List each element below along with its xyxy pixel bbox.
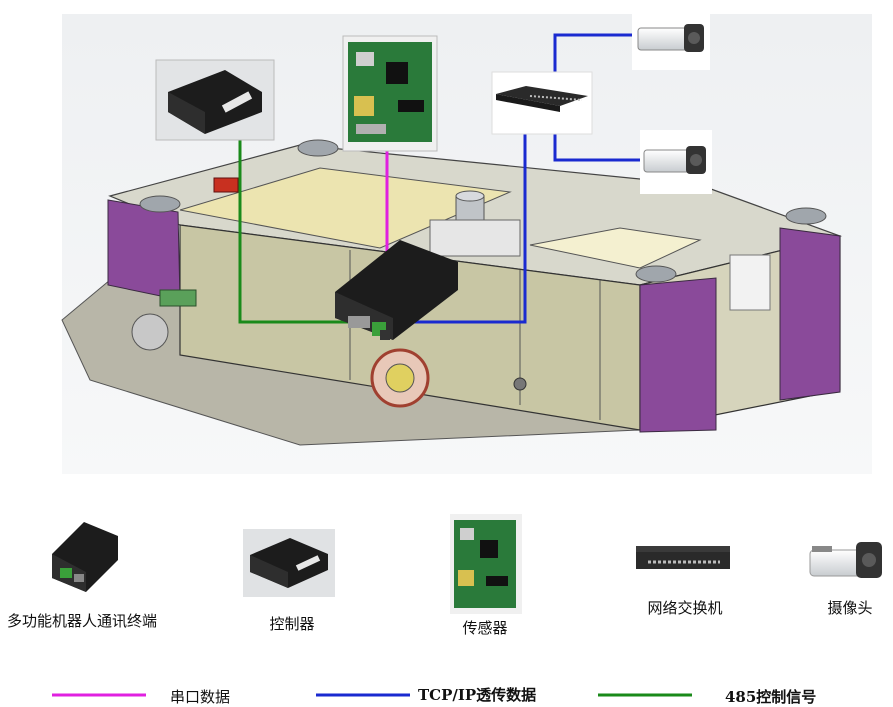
switch-photo-top	[491, 71, 593, 135]
sensor-photo-top	[342, 35, 438, 152]
label-controller: 控制器	[269, 615, 315, 633]
controller-photo-top	[155, 59, 275, 141]
camera-photo-top-2	[640, 130, 712, 194]
label-camera: 摄像头	[827, 599, 873, 617]
camera-icon	[809, 542, 882, 578]
label-multi-function-terminal: 多功能机器人通讯终端	[6, 612, 158, 630]
controller-icon	[243, 529, 335, 597]
terminal-on-robot	[335, 240, 458, 340]
sensor-board-icon	[450, 514, 522, 614]
tcpip-data-line	[387, 110, 527, 324]
multi-function-terminal-icon	[52, 522, 118, 592]
label-network-switch: 网络交换机	[647, 599, 723, 617]
legend-tcpip-label: TCP/IP透传数据	[418, 686, 537, 704]
legend-485-label: 485控制信号	[725, 688, 817, 706]
rs485-control-line	[238, 140, 380, 324]
label-sensor: 传感器	[462, 619, 508, 637]
network-switch-icon	[636, 546, 730, 569]
camera-photo-top-1	[632, 14, 710, 70]
legend-serial-label: 串口数据	[170, 688, 231, 706]
